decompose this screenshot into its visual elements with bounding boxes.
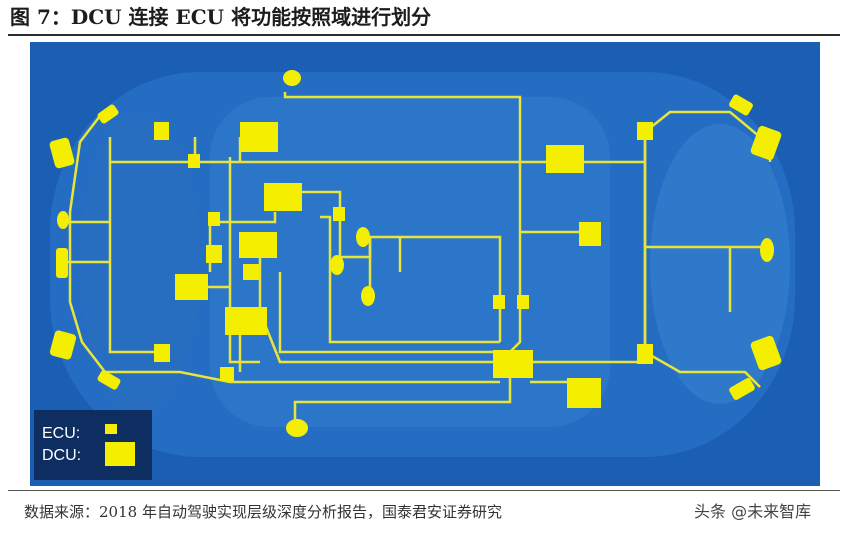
vehicle-network-diagram: ECU: DCU: <box>30 42 820 486</box>
sensor-device <box>97 104 119 124</box>
figure-title: 图 7：DCU 连接 ECU 将功能按照域进行划分 <box>10 5 432 29</box>
ecu-module <box>208 212 220 226</box>
ecu-module <box>188 154 200 168</box>
ecu-module <box>243 264 259 280</box>
sensor-device <box>729 94 753 116</box>
diagram-canvas <box>49 70 795 457</box>
sensor-device <box>750 125 782 161</box>
dcu-module <box>225 307 267 335</box>
sensor-device <box>729 378 755 400</box>
legend-dcu-label: DCU: <box>42 447 82 464</box>
ecu-module <box>493 295 505 309</box>
sensor-device <box>361 286 375 306</box>
ecu-module <box>154 122 169 140</box>
legend-ecu-swatch <box>105 424 117 434</box>
dcu-module <box>264 183 302 211</box>
ecu-module <box>637 122 653 140</box>
dcu-module <box>175 274 208 300</box>
legend: ECU: DCU: <box>34 410 152 480</box>
dcu-module <box>239 232 277 258</box>
sensor-device <box>97 370 121 390</box>
sensor-device <box>49 330 77 360</box>
sensor-device <box>56 248 68 278</box>
dcu-modules <box>175 122 601 408</box>
dcu-module <box>567 378 601 408</box>
legend-dcu-swatch <box>105 442 135 466</box>
ecu-module <box>154 344 170 362</box>
source-note: 数据来源：2018 年自动驾驶实现层级深度分析报告，国泰君安证券研究 <box>24 503 502 521</box>
ecu-modules <box>154 122 653 381</box>
dcu-module <box>240 122 278 152</box>
sensor-devices <box>49 70 782 437</box>
ecu-module <box>333 207 345 221</box>
sensor-device <box>750 335 782 371</box>
dcu-module <box>579 222 601 246</box>
dcu-module <box>493 350 533 378</box>
ecu-module <box>637 344 653 364</box>
legend-ecu-label: ECU: <box>42 425 81 442</box>
dcu-module <box>546 145 584 173</box>
ecu-module <box>206 245 222 263</box>
sensor-device <box>283 70 301 86</box>
watermark: 头条 @未来智库 <box>690 500 816 524</box>
sensor-device <box>330 255 344 275</box>
sensor-device <box>49 137 75 169</box>
ecu-module <box>517 295 529 309</box>
sensor-device <box>760 238 774 262</box>
sensor-device <box>356 227 370 247</box>
ecu-module <box>220 367 234 381</box>
title-rule <box>8 34 840 36</box>
source-rule <box>8 490 840 491</box>
sensor-device <box>57 211 69 229</box>
sensor-device <box>286 419 308 437</box>
